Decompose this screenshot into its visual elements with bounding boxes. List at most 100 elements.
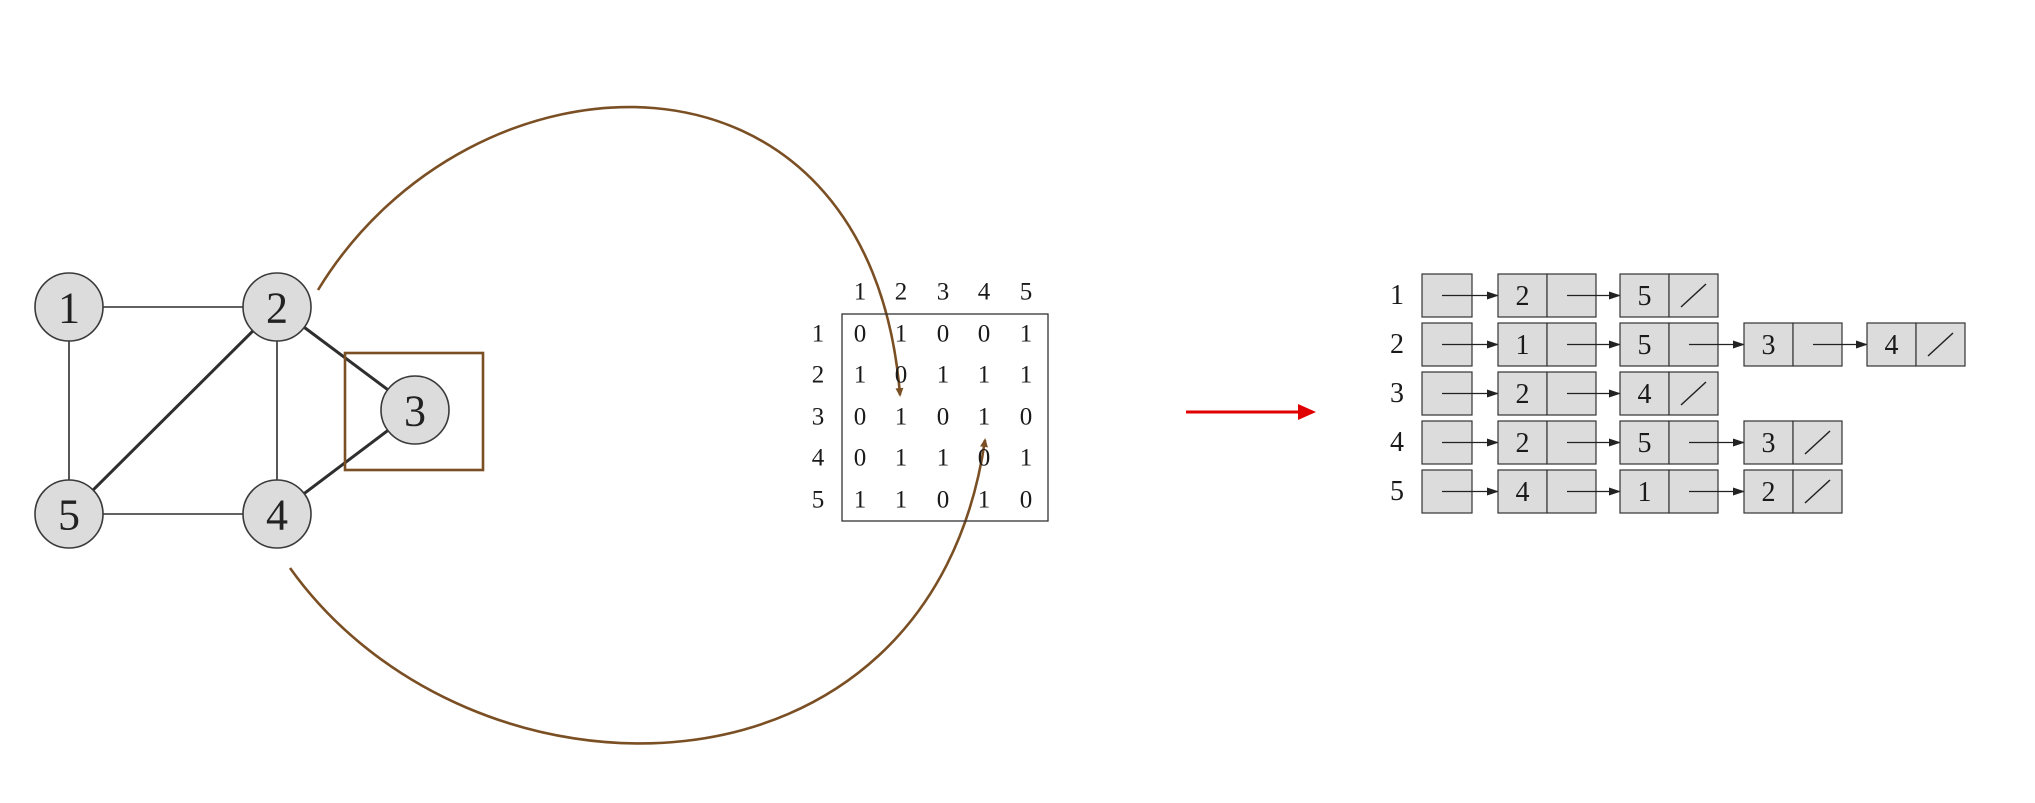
- node-circle: [34, 272, 104, 342]
- matrix-col-header: 3: [937, 279, 950, 306]
- matrix-cell: 0: [937, 487, 950, 514]
- matrix-cell: 1: [978, 487, 991, 514]
- node-label: 1: [58, 284, 80, 333]
- matrix-cell: 0: [1020, 404, 1033, 431]
- nil-slash: [1680, 381, 1707, 406]
- list-value-cell: [1619, 469, 1670, 514]
- matrix-cell: 1: [978, 404, 991, 431]
- list-node-value: 1: [1516, 330, 1530, 361]
- list-value-cell: [1497, 420, 1548, 465]
- list-value-cell: [1497, 469, 1548, 514]
- matrix-cell: 1: [1020, 362, 1033, 389]
- graph-node-2: 2: [242, 272, 312, 342]
- matrix-cell: 0: [854, 321, 867, 348]
- matrix-cell: 0: [854, 445, 867, 472]
- list-value-cell: [1497, 371, 1548, 416]
- list-node: 3: [1743, 420, 1843, 465]
- matrix-cell: 1: [895, 321, 908, 348]
- list-value-cell: [1743, 469, 1794, 514]
- node-circle: [380, 375, 450, 445]
- list-node-value: 2: [1516, 428, 1530, 459]
- adjacency-list-row-1: 1 2 5: [1390, 273, 1719, 318]
- list-node-value: 3: [1762, 428, 1776, 459]
- curve-arrow-top: [316, 105, 904, 397]
- matrix-cell: 0: [937, 404, 950, 431]
- list-node: 5: [1619, 420, 1719, 465]
- graph-node-1: 1: [34, 272, 104, 342]
- list-node-value: 5: [1638, 428, 1652, 459]
- matrix-cell: 1: [895, 487, 908, 514]
- list-node-value: 4: [1885, 330, 1899, 361]
- matrix-cell: 1: [978, 362, 991, 389]
- matrix-row-header: 4: [812, 445, 825, 472]
- list-row-label: 3: [1390, 378, 1404, 409]
- list-node: 3: [1743, 322, 1843, 367]
- nil-slash: [1927, 332, 1954, 357]
- matrix-cell: 0: [854, 404, 867, 431]
- matrix-cell: 0: [978, 445, 991, 472]
- graph-node-3: 3: [380, 375, 450, 445]
- matrix-cell: 1: [937, 362, 950, 389]
- matrix-row-header: 2: [812, 362, 825, 389]
- nil-slash: [1680, 283, 1707, 308]
- matrix-col-header: 4: [978, 279, 991, 306]
- list-node-value: 2: [1516, 281, 1530, 312]
- undirected-graph: 1 2 3 4 5: [34, 272, 485, 549]
- matrix-cell: 1: [854, 487, 867, 514]
- matrix-cell: 0: [937, 321, 950, 348]
- curve-arrow-bottom: [288, 438, 988, 745]
- list-value-cell: [1619, 371, 1670, 416]
- adjacency-list-row-4: 4 2 5 3: [1390, 420, 1843, 465]
- nil-slash: [1804, 430, 1831, 455]
- node-label: 3: [404, 387, 426, 436]
- list-value-cell: [1497, 273, 1548, 318]
- list-value-cell: [1619, 322, 1670, 367]
- node-label: 4: [266, 491, 288, 540]
- list-node-value: 4: [1516, 477, 1530, 508]
- graph-node-4: 4: [242, 479, 312, 549]
- matrix-row-header: 5: [812, 487, 825, 514]
- list-node: 5: [1619, 273, 1719, 318]
- list-pointer-cell: [1792, 420, 1843, 465]
- node-circle: [242, 479, 312, 549]
- list-node-value: 1: [1638, 477, 1652, 508]
- list-node-value: 2: [1516, 379, 1530, 410]
- graph-node-5: 5: [34, 479, 104, 549]
- node-circle: [242, 272, 312, 342]
- node-label: 2: [266, 284, 288, 333]
- list-node: 2: [1743, 469, 1843, 514]
- highlight-box-node-3: [343, 351, 485, 472]
- matrix-col-header: 5: [1020, 279, 1033, 306]
- list-row-label: 1: [1390, 280, 1404, 311]
- matrix-row-header: 1: [812, 321, 825, 348]
- list-row-label: 2: [1390, 329, 1404, 360]
- list-node-value: 4: [1638, 379, 1652, 410]
- list-node: 4: [1619, 371, 1719, 416]
- list-node: 4: [1866, 322, 1966, 367]
- matrix-cell: 1: [895, 404, 908, 431]
- matrix-cell: 0: [978, 321, 991, 348]
- matrix-frame: [841, 313, 1049, 522]
- node-label: 5: [58, 491, 80, 540]
- list-node-value: 2: [1762, 477, 1776, 508]
- matrix-col-header: 1: [854, 279, 867, 306]
- matrix-cell: 0: [895, 362, 908, 389]
- matrix-cell: 1: [1020, 321, 1033, 348]
- adjacency-list-row-3: 3 2 4: [1390, 371, 1719, 416]
- node-circle: [34, 479, 104, 549]
- list-row-label: 4: [1390, 427, 1404, 458]
- matrix-cell: 1: [854, 362, 867, 389]
- matrix-cell: 1: [895, 445, 908, 472]
- edge-2-5: [67, 305, 279, 516]
- list-node-value: 3: [1762, 330, 1776, 361]
- matrix-row-header: 3: [812, 404, 825, 431]
- list-value-cell: [1743, 420, 1794, 465]
- list-value-cell: [1497, 322, 1548, 367]
- nil-slash: [1804, 479, 1831, 504]
- matrix-cell: 1: [1020, 445, 1033, 472]
